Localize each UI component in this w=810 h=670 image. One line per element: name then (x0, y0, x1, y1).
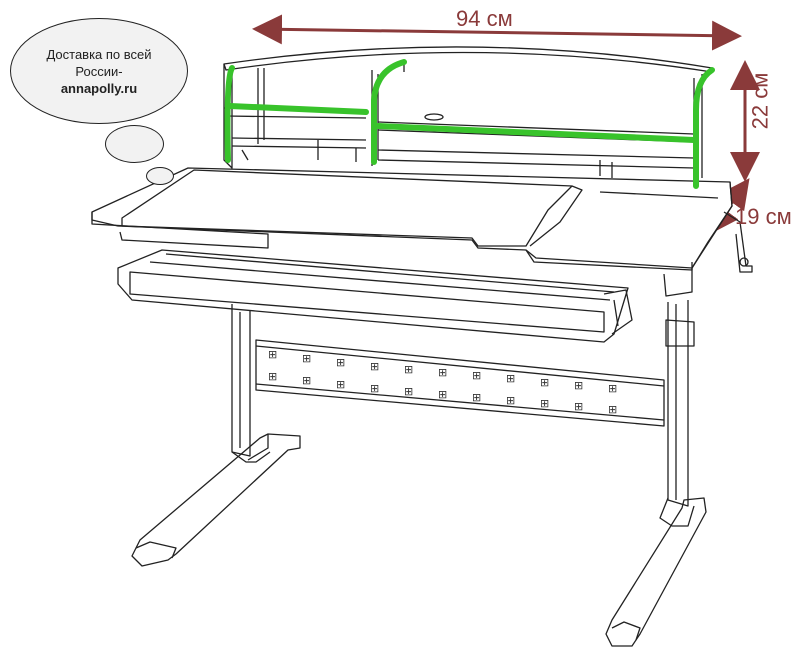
svg-text:⊞: ⊞ (404, 363, 413, 376)
callout-line-1: Доставка по всей (46, 46, 152, 62)
svg-text:⊞: ⊞ (608, 382, 617, 395)
svg-text:⊞: ⊞ (268, 348, 277, 361)
green-trim (224, 59, 715, 189)
thought-bubble-large (105, 125, 164, 163)
svg-text:⊞: ⊞ (268, 370, 277, 383)
svg-text:⊞: ⊞ (608, 403, 617, 416)
svg-text:⊞: ⊞ (404, 385, 413, 398)
svg-text:⊞: ⊞ (472, 391, 481, 404)
height-label: 22 см (747, 72, 773, 130)
crossbar-pattern: ⊞ ⊞ ⊞ ⊞ ⊞ ⊞ ⊞ ⊞ ⊞ ⊞ ⊞ ⊞ ⊞ ⊞ ⊞ ⊞ ⊞ ⊞ ⊞ ⊞ ⊞ ⊞ (268, 348, 617, 416)
svg-text:⊞: ⊞ (472, 369, 481, 382)
svg-text:⊞: ⊞ (336, 356, 345, 369)
width-dimension-arrow (252, 14, 742, 51)
svg-text:⊞: ⊞ (302, 374, 311, 387)
svg-text:⊞: ⊞ (540, 397, 549, 410)
website-link[interactable]: annapolly.ru (60, 80, 138, 96)
thought-bubble-small (146, 167, 174, 185)
desk-outline (91, 46, 753, 647)
depth-label: 19 см (735, 204, 792, 229)
svg-text:⊞: ⊞ (438, 366, 447, 379)
svg-text:⊞: ⊞ (370, 360, 379, 373)
svg-text:⊞: ⊞ (370, 382, 379, 395)
width-label: 94 см (456, 6, 513, 31)
svg-text:⊞: ⊞ (506, 394, 515, 407)
svg-text:⊞: ⊞ (574, 400, 583, 413)
callout-line-2: России- (75, 63, 123, 79)
svg-text:⊞: ⊞ (438, 388, 447, 401)
svg-text:⊞: ⊞ (540, 376, 549, 389)
svg-text:⊞: ⊞ (574, 379, 583, 392)
svg-text:⊞: ⊞ (336, 378, 345, 391)
svg-text:⊞: ⊞ (506, 372, 515, 385)
delivery-callout: Доставка по всей России- annapolly.ru (10, 18, 188, 124)
svg-text:⊞: ⊞ (302, 352, 311, 365)
